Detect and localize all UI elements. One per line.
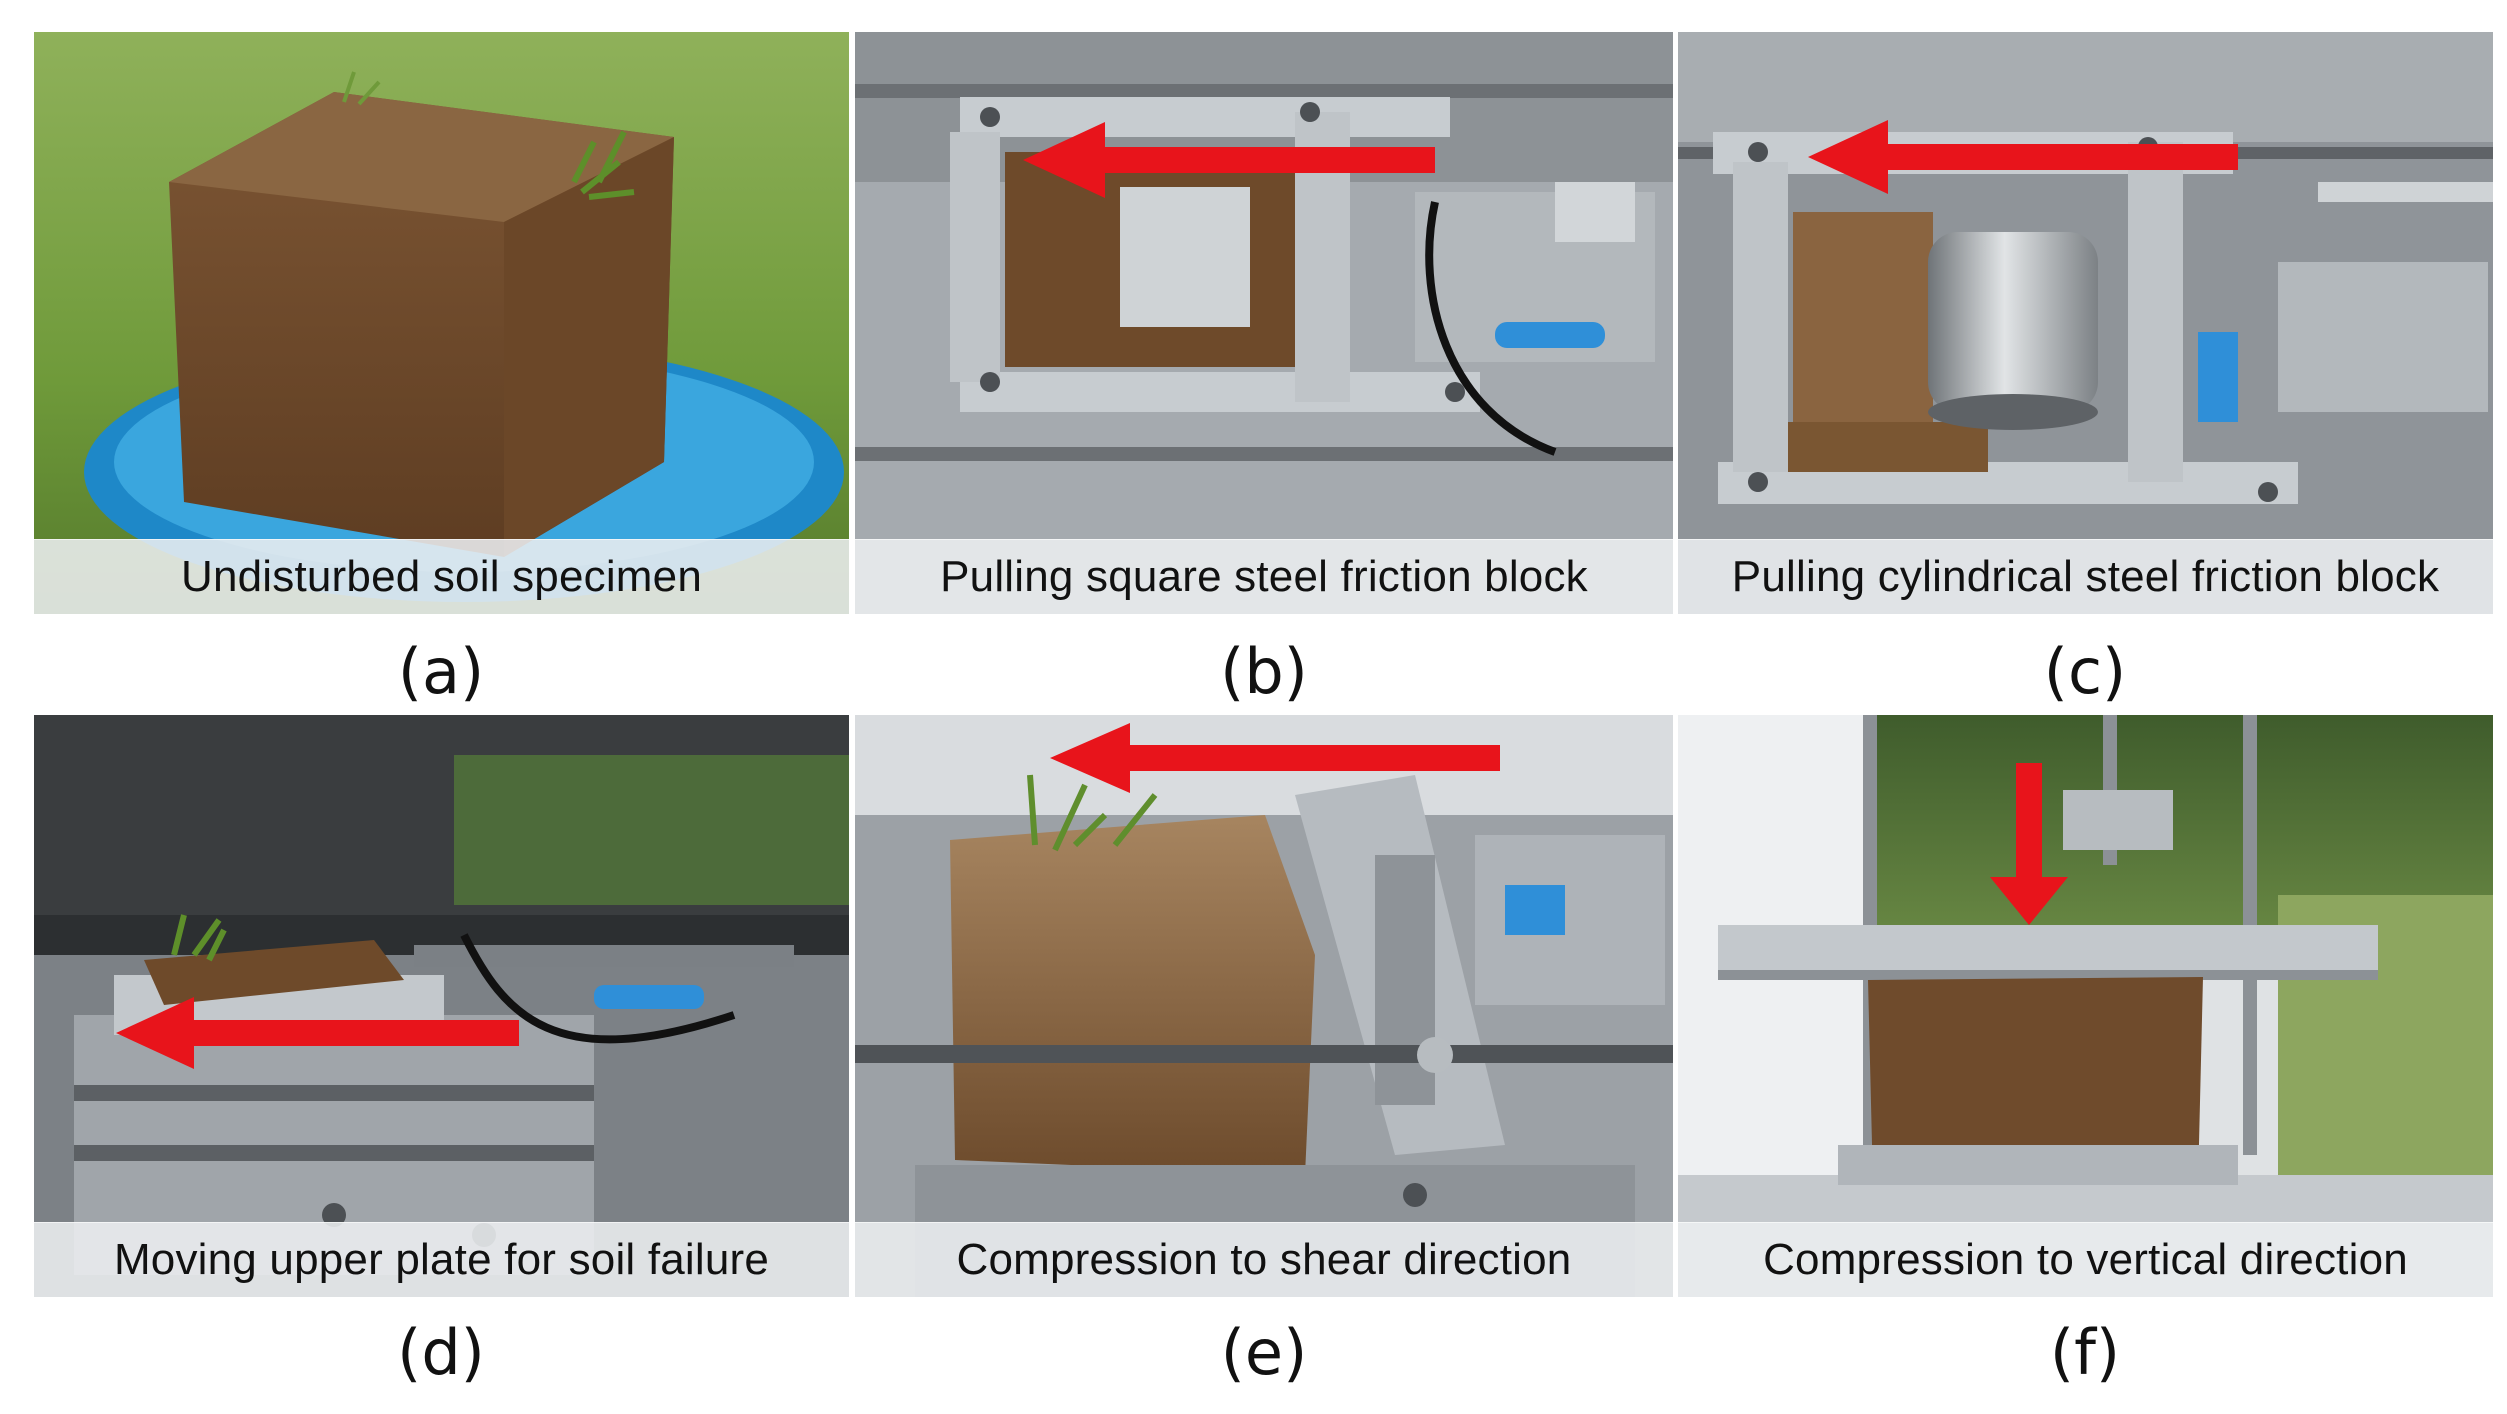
- red-arrow-icon: [1050, 723, 1500, 793]
- panel-d-caption: Moving upper plate for soil failure: [34, 1222, 849, 1297]
- undisturbed-soil-photo: [34, 32, 849, 614]
- panel-f-photo: Compression to vertical direction: [1678, 715, 2493, 1297]
- red-arrow-icon: [116, 997, 519, 1069]
- panel-a-photo: Undisturbed soil specimen: [34, 32, 849, 614]
- square-friction-block-photo: [855, 32, 1673, 614]
- panel-e-caption: Compression to shear direction: [855, 1222, 1673, 1297]
- shear-compression-photo: [855, 715, 1673, 1297]
- vertical-compression-photo: [1678, 715, 2493, 1297]
- panel-c-caption: Pulling cylindrical steel friction block: [1678, 539, 2493, 614]
- panel-b-label: (b): [1220, 635, 1308, 708]
- panel-a-label: (a): [397, 635, 485, 708]
- cylindrical-friction-block-photo: [1678, 32, 2493, 614]
- panel-d-photo: Moving upper plate for soil failure: [34, 715, 849, 1297]
- red-arrow-icon: [1808, 120, 2238, 194]
- upper-plate-failure-photo: [34, 715, 849, 1297]
- panel-a-caption: Undisturbed soil specimen: [34, 539, 849, 614]
- red-arrow-icon: [1990, 763, 2068, 925]
- panel-e-photo: Compression to shear direction: [855, 715, 1673, 1297]
- panel-d-label: (d): [397, 1316, 485, 1389]
- panel-b-caption: Pulling square steel friction block: [855, 539, 1673, 614]
- panel-f-label: (f): [2049, 1316, 2121, 1389]
- red-arrow-icon: [1023, 122, 1435, 198]
- panel-e-label: (e): [1220, 1316, 1308, 1389]
- panel-c-label: (c): [2043, 635, 2127, 708]
- panel-c-photo: Pulling cylindrical steel friction block: [1678, 32, 2493, 614]
- panel-f-caption: Compression to vertical direction: [1678, 1222, 2493, 1297]
- panel-b-photo: Pulling square steel friction block: [855, 32, 1673, 614]
